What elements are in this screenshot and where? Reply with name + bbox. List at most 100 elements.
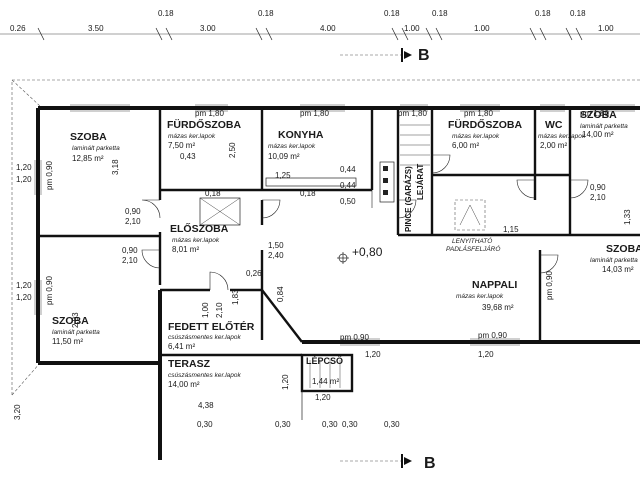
section-label-bottom: B [424, 455, 436, 472]
svg-text:0,30: 0,30 [384, 420, 400, 429]
top-dim-12: 1.00 [598, 24, 614, 33]
room-floor: csúszásmentes ker.lapok [168, 372, 241, 379]
room-floor: mázas ker.lapok [538, 133, 586, 140]
svg-text:0,43: 0,43 [180, 152, 196, 161]
svg-text:1,20: 1,20 [365, 350, 381, 359]
room-area: 10,09 m² [268, 152, 300, 161]
room-szoba-2: SZOBA laminált parketta 11,50 m² [52, 315, 100, 346]
svg-text:0,44: 0,44 [340, 165, 356, 174]
roof-outline [11, 79, 640, 396]
room-floor: mázas ker.lapok [452, 133, 500, 140]
room-floor: laminált parketta [52, 329, 100, 336]
room-name: ELŐSZOBA [170, 222, 229, 235]
room-name: FEDETT ELŐTÉR [168, 320, 255, 333]
svg-text:1,20: 1,20 [16, 163, 32, 172]
room-area: 11,50 m² [52, 337, 83, 346]
svg-text:2,10: 2,10 [125, 217, 141, 226]
svg-text:pm 0,90: pm 0,90 [45, 161, 54, 190]
room-area: 1,44 m² [312, 377, 339, 386]
svg-text:0,90: 0,90 [590, 183, 606, 192]
top-dim-10: 0.18 [535, 9, 551, 18]
top-dim-0: 0.26 [10, 24, 26, 33]
attic-label-2: PADLÁSFELJÁRÓ [446, 244, 500, 253]
fixtures [199, 124, 486, 388]
room-floor: mázas ker.lapok [168, 133, 216, 140]
svg-text:0,30: 0,30 [322, 420, 338, 429]
room-wc: WC mázas ker.lapok 2,00 m² [538, 119, 586, 150]
room-nappali: NAPPALI mázas ker.lapok 39,68 m² [456, 279, 517, 312]
room-name: KONYHA [278, 129, 324, 141]
svg-text:pm 1,80: pm 1,80 [300, 109, 329, 118]
room-name: LÉPCSŐ [306, 355, 343, 366]
svg-text:1,25: 1,25 [275, 171, 291, 180]
room-szoba-1: SZOBA laminált parketta 12,85 m² [70, 131, 120, 163]
room-eloszoba: ELŐSZOBA mázas ker.lapok 8,01 m² [170, 222, 229, 254]
room-lepcso: LÉPCSŐ 1,44 m² [306, 355, 343, 386]
svg-text:0,26: 0,26 [246, 269, 262, 278]
room-name: WC [545, 119, 563, 131]
room-area: 14,00 m² [168, 380, 200, 389]
room-floor: mázas ker.lapok [268, 143, 316, 150]
svg-text:1,20: 1,20 [16, 281, 32, 290]
svg-text:2,10: 2,10 [215, 302, 224, 318]
room-konyha: KONYHA mázas ker.lapok 10,09 m² [268, 129, 324, 161]
top-dim-9: 1.00 [474, 24, 490, 33]
room-area: 8,01 m² [172, 245, 199, 254]
room-area: 6,41 m² [168, 342, 195, 351]
svg-text:3,18: 3,18 [111, 159, 120, 175]
svg-text:0,84: 0,84 [276, 286, 285, 302]
room-terasz: TERASZ csúszásmentes ker.lapok 14,00 m² [168, 358, 241, 389]
windows [34, 104, 635, 346]
room-name: FÜRDŐSZOBA [167, 118, 241, 131]
svg-text:4,38: 4,38 [198, 401, 214, 410]
svg-text:1,20: 1,20 [478, 350, 494, 359]
svg-text:2,10: 2,10 [122, 256, 138, 265]
top-dim-8: 0.18 [432, 9, 448, 18]
svg-text:0,30: 0,30 [342, 420, 358, 429]
room-name: SZOBA [70, 131, 107, 143]
room-floor: csúszásmentes ker.lapok [168, 334, 241, 341]
room-pince: PINCE (GARÁZS) LEJÁRAT [404, 164, 425, 232]
svg-text:0,30: 0,30 [197, 420, 213, 429]
top-dim-1: 3.50 [88, 24, 104, 33]
room-szoba-top-right: SZOBA laminált parketta 14,00 m² [580, 109, 628, 139]
svg-text:pm 1,80: pm 1,80 [464, 109, 493, 118]
top-dim-4: 0.18 [258, 9, 274, 18]
top-dim-7: 1.00 [404, 24, 420, 33]
svg-text:pm 0,90: pm 0,90 [340, 333, 369, 342]
room-area: 6,00 m² [452, 141, 479, 150]
top-dim-5: 4.00 [320, 24, 336, 33]
room-floor: laminált parketta [72, 145, 120, 152]
svg-text:pm 1,80: pm 1,80 [398, 109, 427, 118]
svg-text:1,20: 1,20 [16, 175, 32, 184]
svg-text:1,15: 1,15 [503, 225, 519, 234]
top-dimension-chain: 0.26 3.50 0.18 3.00 0.18 4.00 0.18 1.00 … [0, 9, 640, 41]
svg-text:1,83: 1,83 [231, 289, 240, 305]
walls [36, 106, 640, 460]
svg-text:pm 1,80: pm 1,80 [580, 109, 609, 118]
top-dim-2: 0.18 [158, 9, 174, 18]
room-furdoszoba-2: FÜRDŐSZOBA mázas ker.lapok 6,00 m² [448, 118, 522, 150]
room-area: 2,00 m² [540, 141, 567, 150]
level-marker: +0,80 [352, 245, 383, 259]
room-area: 39,68 m² [482, 303, 514, 312]
room-name: FÜRDŐSZOBA [448, 118, 522, 131]
svg-text:0,90: 0,90 [125, 207, 141, 216]
room-area: 7,50 m² [168, 141, 195, 150]
doors [141, 154, 589, 291]
room-floor: laminált parketta [590, 257, 638, 264]
room-szoba-right: SZOBA laminált parketta 14,03 m² [590, 243, 640, 274]
svg-text:3,20: 3,20 [13, 404, 22, 420]
room-floor: mázas ker.lapok [456, 293, 504, 300]
room-fedett-eloter: FEDETT ELŐTÉR csúszásmentes ker.lapok 6,… [168, 320, 255, 351]
section-marker-bottom: B [340, 454, 436, 472]
top-dim-11: 0.18 [570, 9, 586, 18]
plan-dimensions: 1,20 1,20 1,20 1,20 0,90 2,10 0,90 2,10 … [13, 109, 632, 429]
svg-text:0,30: 0,30 [275, 420, 291, 429]
svg-text:0,18: 0,18 [205, 189, 221, 198]
svg-text:0,44: 0,44 [340, 181, 356, 190]
room-area: 14,00 m² [582, 130, 614, 139]
svg-text:0,18: 0,18 [300, 189, 316, 198]
room-floor: laminált parketta [580, 123, 628, 130]
